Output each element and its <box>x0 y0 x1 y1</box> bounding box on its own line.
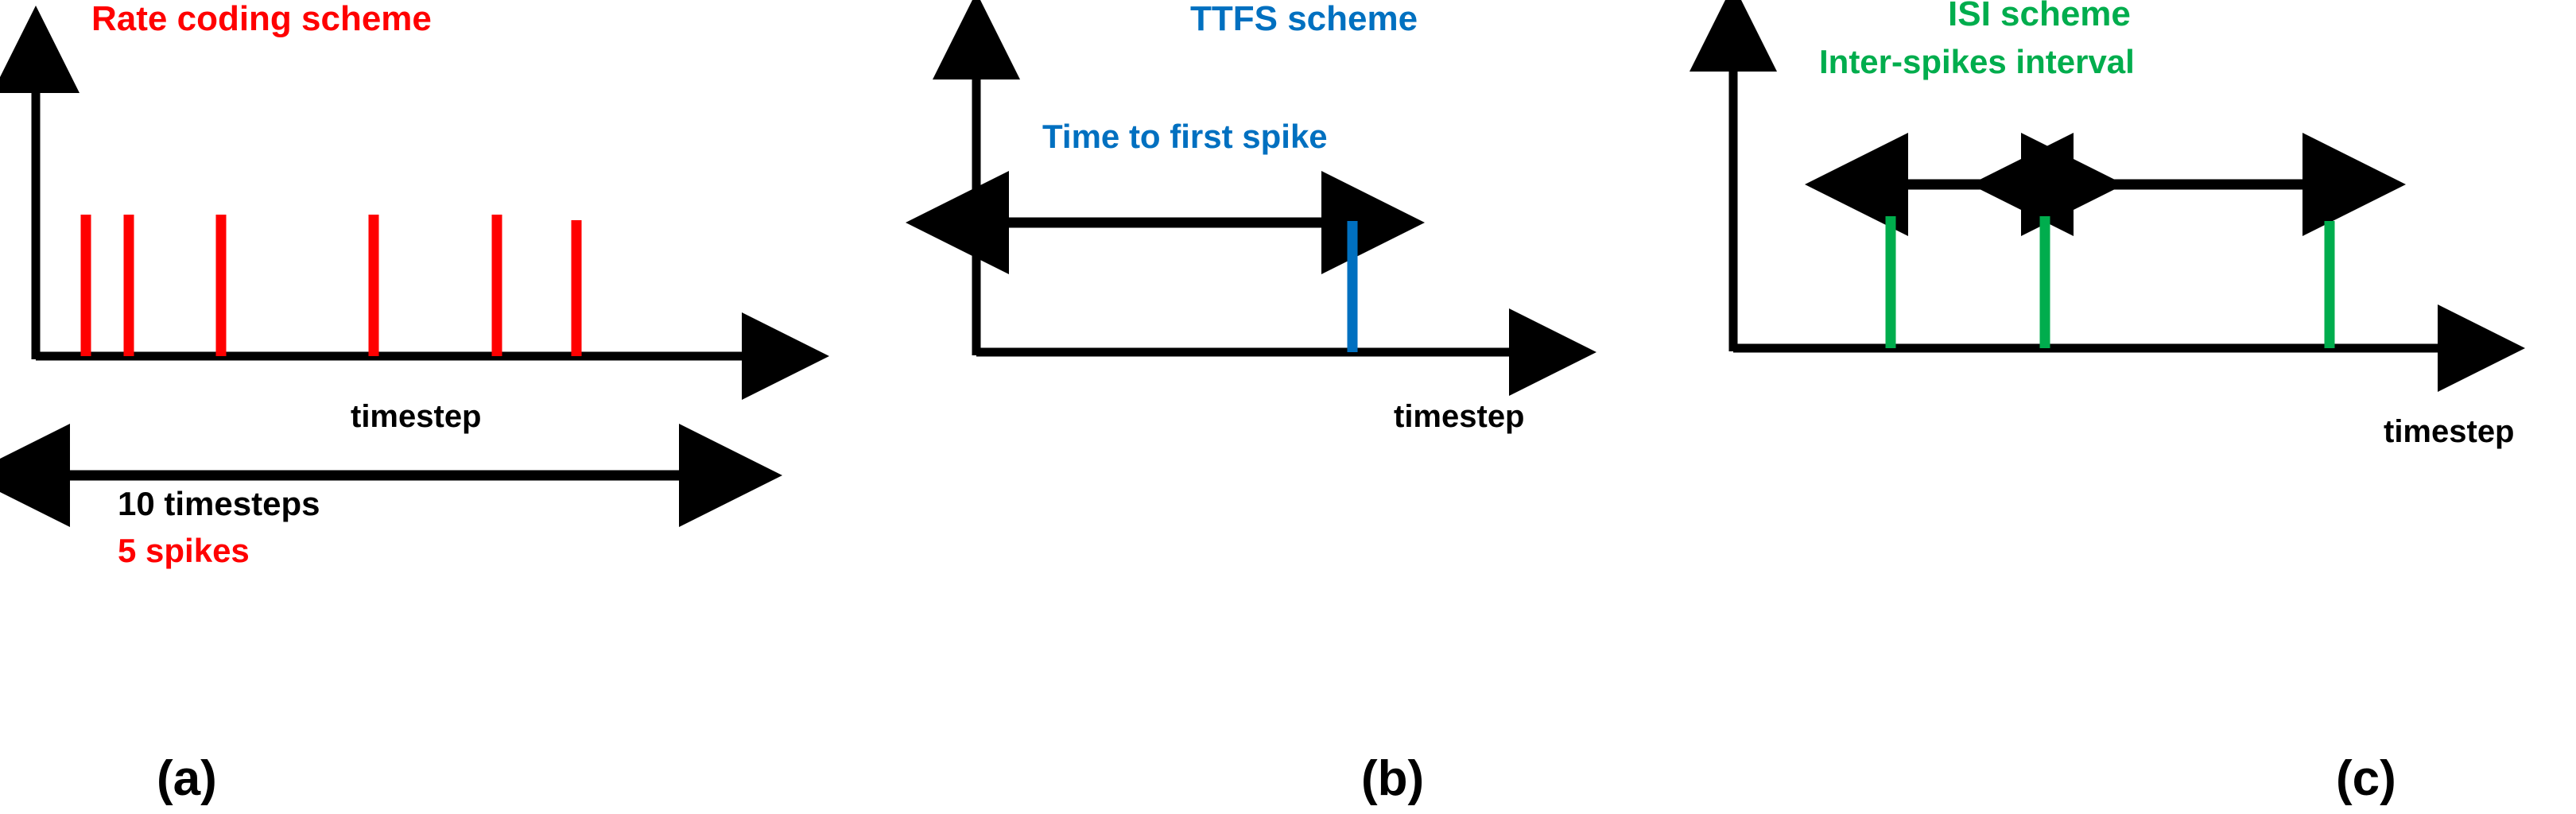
panel-a-duration-label: 10 timesteps <box>118 485 320 522</box>
panel-a-timestep-label: timestep <box>351 399 482 434</box>
panel-b-title: TTFS scheme <box>1190 0 1418 38</box>
panel-c-title: ISI scheme <box>1948 0 2131 33</box>
panel-c: ISI scheme Inter-spikes interval timeste… <box>1690 0 2525 806</box>
panel-c-isi-label: Inter-spikes interval <box>1819 43 2135 80</box>
panel-b-caption: (b) <box>1361 751 1424 806</box>
panel-a-spike-count-label: 5 spikes <box>118 532 250 569</box>
panel-b-timestep-label: timestep <box>1394 399 1525 434</box>
panel-c-spike-train <box>1885 216 2335 348</box>
panel-b-ttfs-label: Time to first spike <box>1042 118 1328 155</box>
panel-a-title: Rate coding scheme <box>91 0 432 38</box>
panel-a-caption: (a) <box>157 751 217 806</box>
panel-a: Rate coding scheme timestep timestep 10 … <box>0 0 829 806</box>
panel-b: TTFS scheme Time to first spike timestep… <box>906 0 1596 806</box>
panel-c-caption: (c) <box>2336 751 2396 806</box>
panel-a-spike-train <box>80 215 582 356</box>
panel-c-timestep-label: timestep <box>2384 414 2515 449</box>
